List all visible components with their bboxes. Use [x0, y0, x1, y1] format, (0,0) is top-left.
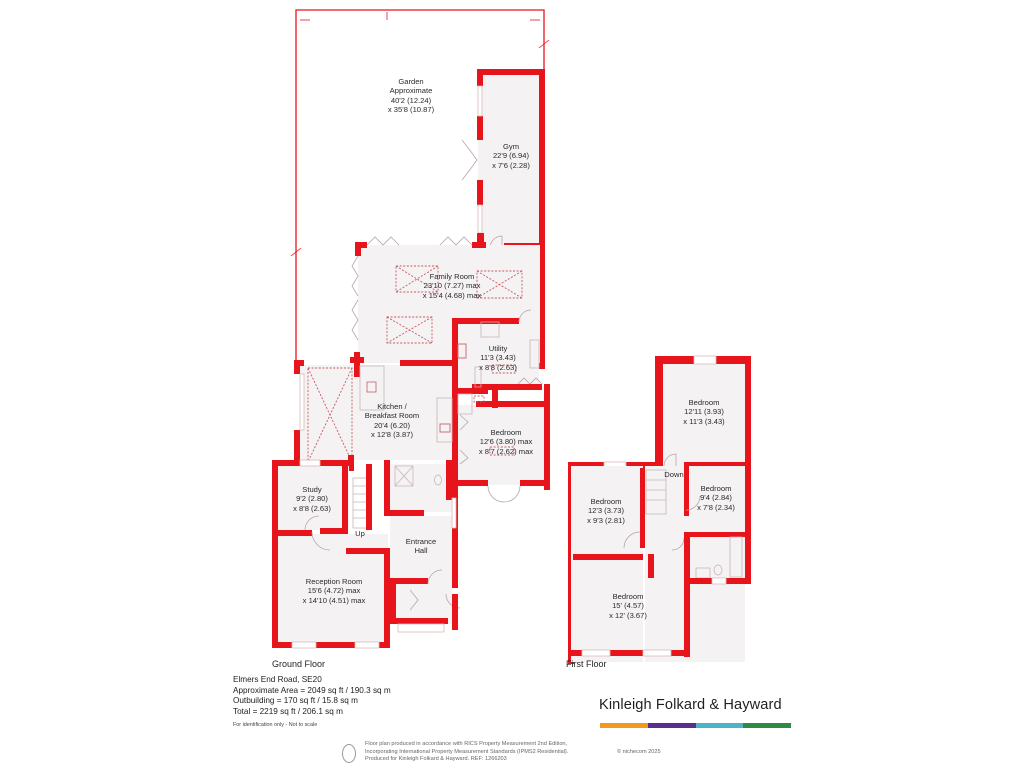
- brand-bar-purple: [647, 723, 696, 728]
- first-floor-title: First Floor: [566, 659, 607, 669]
- room-label-study: Study 9'2 (2.80) x 8'8 (2.63): [293, 485, 331, 513]
- room-label-bedroom-3: Bedroom 9'4 (2.84) x 7'8 (2.34): [697, 484, 735, 512]
- room-label-entrance-hall: Entrance Hall: [405, 537, 437, 556]
- utility-structure: [452, 309, 543, 496]
- footer-note: Floor plan produced in accordance with R…: [365, 741, 569, 763]
- address: Elmers End Road, SE20: [233, 675, 322, 684]
- garden-outline: [290, 9, 550, 362]
- room-label-utility: Utility 11'3 (3.43) x 8'8 (2.63): [479, 344, 517, 372]
- info-person-icon: [342, 744, 356, 763]
- room-label-bedroom-1: Bedroom 12'11 (3.93) x 11'3 (3.43): [683, 398, 725, 426]
- brand-bar-green: [743, 723, 791, 728]
- entrance-hall-structure: [390, 488, 461, 633]
- gym-structure: [461, 69, 545, 369]
- room-label-reception: Reception Room 15'6 (4.72) max x 14'10 (…: [302, 577, 366, 605]
- room-label-bedroom-2: Bedroom 12'3 (3.73) x 9'3 (2.81): [587, 497, 625, 525]
- brand-bar-teal: [695, 723, 744, 728]
- stairs-down-label: Down: [664, 470, 684, 479]
- ground-bedroom-structure: [452, 384, 550, 503]
- room-label-gym: Gym 22'9 (6.94) x 7'6 (2.28): [492, 142, 530, 170]
- kitchen-structure: [294, 352, 453, 471]
- room-label-ground-bedroom: Bedroom 12'6 (3.80) max x 8'7 (2.62) max: [478, 428, 534, 456]
- brand-color-bar: [600, 723, 791, 728]
- room-label-kitchen: Kitchen / Breakfast Room 20'4 (6.20) x 1…: [364, 402, 420, 440]
- approximate-area: Approximate Area = 2049 sq ft / 190.3 sq…: [233, 685, 391, 695]
- brand-logo-text: Kinleigh Folkard & Hayward: [599, 697, 782, 713]
- study-structure: [272, 459, 372, 648]
- disclaimer: For identification only - Not to scale: [233, 722, 318, 728]
- reception-structure: [272, 530, 390, 649]
- room-label-bedroom-4: Bedroom 15' (4.57) x 12' (3.67): [609, 592, 647, 620]
- brand-bar-orange: [600, 723, 648, 728]
- stairs-up-label: Up: [355, 529, 365, 538]
- outbuilding-area: Outbuilding = 170 sq ft / 15.8 sq m: [233, 696, 358, 705]
- total-area: Total = 2219 sq ft / 206.1 sq m: [233, 706, 343, 716]
- copyright: © nichecom 2025: [617, 749, 661, 755]
- ground-shower-room: [384, 460, 452, 516]
- room-label-family-room: Family Room 23'10 (7.27) max x 15'4 (4.6…: [422, 272, 482, 300]
- property-info: Elmers End Road, SE20 Approximate Area =…: [233, 675, 391, 731]
- room-label-garden: Garden Approximate 40'2 (12.24) x 35'8 (…: [387, 77, 435, 115]
- first-floor-structure: [568, 355, 751, 664]
- ground-floor-title: Ground Floor: [272, 659, 326, 669]
